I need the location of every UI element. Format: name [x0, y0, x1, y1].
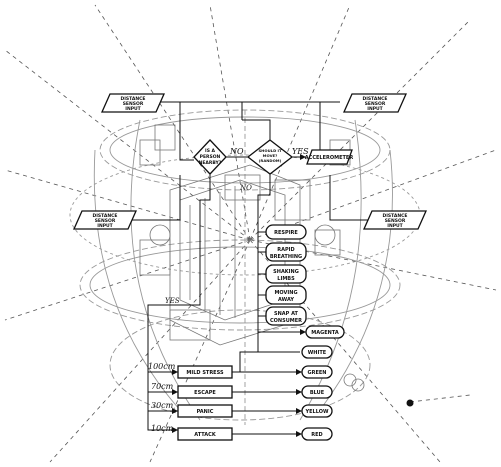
stress-level-panic: PANIC 30cm: [151, 401, 232, 417]
behaviour-rapid-breathing: RAPID BREATHING: [266, 243, 306, 261]
input-accelerometer: ACCELEROMETER: [305, 150, 354, 164]
branch-label-no-2: NO: [239, 184, 252, 192]
svg-text:ATTACK: ATTACK: [194, 432, 217, 438]
svg-text:GREEN: GREEN: [308, 370, 327, 376]
input-distance-sensor-mid-left: DISTANCE SENSOR INPUT: [74, 211, 136, 229]
svg-text:LIMBS: LIMBS: [277, 276, 295, 282]
stress-level-mild-stress: MILD STRESS 100cm: [148, 362, 232, 378]
color-output-red: RED: [302, 428, 332, 440]
color-output-magenta: MAGENTA: [306, 326, 344, 338]
decision-should-move: SHOULD IT MOVE? (RANDOM): [248, 140, 292, 174]
svg-text:RESPIRE: RESPIRE: [274, 230, 298, 236]
svg-text:RED: RED: [311, 432, 322, 438]
svg-text:PANIC: PANIC: [197, 409, 214, 415]
color-output-yellow: YELLOW: [302, 405, 332, 417]
svg-text:WHITE: WHITE: [308, 350, 327, 356]
branch-label-yes: YES: [292, 147, 309, 156]
behaviour-snap-at-consumer: SNAP AT CONSUMER: [266, 307, 306, 325]
svg-text:RAPID: RAPID: [277, 247, 294, 253]
stress-level-escape: ESCAPE 70cm: [151, 382, 232, 398]
svg-text:NEARBY?: NEARBY?: [199, 160, 222, 166]
branch-label-no: NO: [229, 147, 244, 156]
svg-text:MILD STRESS: MILD STRESS: [186, 370, 224, 376]
input-distance-sensor-mid-right: DISTANCE SENSOR INPUT: [364, 211, 426, 229]
svg-text:100cm: 100cm: [148, 362, 176, 371]
svg-text:MOVING: MOVING: [274, 290, 297, 296]
svg-text:YELLOW: YELLOW: [305, 409, 329, 415]
branch-label-yes-2: YES: [165, 297, 180, 305]
behaviour-moving-away: MOVING AWAY: [266, 286, 306, 304]
svg-text:INPUT: INPUT: [387, 223, 403, 229]
svg-text:IS A: IS A: [205, 148, 215, 154]
svg-text:(RANDOM): (RANDOM): [259, 158, 282, 163]
svg-text:30cm: 30cm: [151, 401, 174, 410]
svg-text:SHAKING: SHAKING: [273, 269, 299, 275]
svg-text:INPUT: INPUT: [125, 106, 141, 112]
svg-text:BLUE: BLUE: [310, 390, 325, 396]
input-distance-sensor-top-right: DISTANCE SENSOR INPUT: [344, 94, 406, 112]
svg-text:AWAY: AWAY: [278, 297, 294, 303]
stress-level-attack: ATTACK 10cm: [151, 424, 232, 440]
svg-text:BREATHING: BREATHING: [270, 254, 302, 260]
input-distance-sensor-top-left: DISTANCE SENSOR INPUT: [102, 94, 164, 112]
svg-text:ESCAPE: ESCAPE: [194, 390, 216, 396]
behaviour-respire: RESPIRE: [266, 225, 306, 239]
color-output-white: WHITE: [302, 346, 332, 358]
svg-text:MAGENTA: MAGENTA: [311, 330, 339, 336]
behaviour-shaking-limbs: SHAKING LIMBS: [266, 265, 306, 283]
color-output-blue: BLUE: [302, 386, 332, 398]
svg-text:PERSON: PERSON: [200, 154, 221, 160]
color-output-green: GREEN: [302, 366, 332, 378]
svg-text:10cm: 10cm: [151, 424, 174, 433]
background-sketch: [5, 5, 496, 462]
decision-person-nearby: IS A PERSON NEARBY?: [194, 140, 226, 174]
svg-text:INPUT: INPUT: [367, 106, 383, 112]
svg-text:CONSUMER: CONSUMER: [270, 318, 302, 324]
svg-text:SNAP AT: SNAP AT: [274, 311, 299, 317]
svg-text:70cm: 70cm: [151, 382, 174, 391]
svg-text:ACCELEROMETER: ACCELEROMETER: [305, 155, 354, 161]
svg-text:INPUT: INPUT: [97, 223, 113, 229]
